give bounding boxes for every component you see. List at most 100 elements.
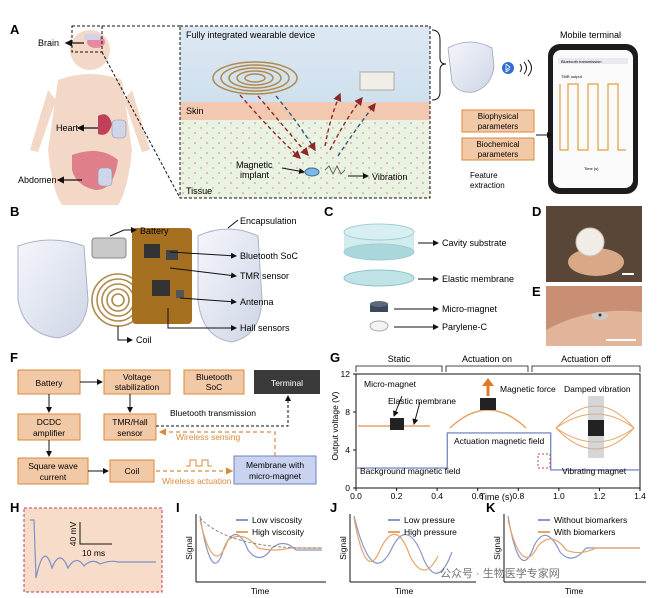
label-coil-b: Coil — [136, 335, 152, 345]
label-cavity: Cavity substrate — [442, 238, 507, 248]
battery-image — [91, 237, 127, 259]
micro-magnet-image — [370, 301, 388, 312]
box-dcdc — [17, 413, 81, 441]
wifi-signal-icon — [519, 59, 532, 77]
panel-d: D — [532, 204, 642, 282]
device-cross-section — [179, 25, 431, 199]
k-ylabel: Signal — [492, 536, 502, 560]
label-brain: Brain — [38, 38, 59, 48]
box-square-l2: current — [40, 472, 67, 482]
panel-k-label: K — [486, 500, 496, 515]
h-scale-t: 10 ms — [82, 548, 105, 558]
box-tmrhall-l2: sensor — [117, 428, 143, 438]
parylene-image — [369, 320, 389, 332]
biophysical-l1: Biophysical — [478, 112, 519, 121]
chip-illustration — [359, 71, 395, 91]
g-actuation-field: Actuation magnetic field — [454, 436, 545, 446]
panel-a: A Brain Heart Abdomen — [10, 22, 638, 205]
human-body-illustration — [30, 30, 150, 205]
label-implant-2: implant — [240, 170, 270, 180]
box-bluetooth-l2: SoC — [206, 382, 223, 392]
device-title: Fully integrated wearable device — [186, 30, 315, 40]
label-abdomen: Abdomen — [18, 175, 57, 185]
actuation-membrane-illustration — [449, 378, 527, 429]
i-curve-low — [199, 515, 322, 564]
k-curve-with — [507, 519, 640, 558]
g-ytick-label: 12 — [341, 369, 351, 379]
label-battery-b: Battery — [140, 226, 169, 236]
damped-vibration-illustration — [555, 396, 635, 458]
label-vibration: Vibration — [372, 172, 407, 182]
biophysical-box — [461, 109, 535, 133]
label-heart: Heart — [56, 123, 79, 133]
phase-on: Actuation on — [462, 354, 512, 364]
biophysical-l2: parameters — [478, 122, 518, 131]
elastic-membrane-image — [343, 269, 415, 287]
g-series-line — [356, 432, 640, 471]
j-curve-high — [353, 517, 439, 571]
label-wireless-actuation: Wireless actuation — [162, 476, 232, 486]
g-ytick-label: 4 — [345, 445, 350, 455]
phase-off: Actuation off — [561, 354, 611, 364]
g-xtick-label: 1.0 — [553, 491, 565, 501]
i-xlabel: Time — [251, 586, 270, 596]
j-legend-2: High pressure — [404, 527, 457, 537]
g-ytick-label: 8 — [345, 407, 350, 417]
g-background-field: Background magnetic field — [360, 466, 460, 476]
label-parylene: Parylene-C — [442, 322, 488, 332]
phase-static: Static — [388, 354, 411, 364]
label-implant-1: Magnetic — [236, 160, 273, 170]
box-tmrhall-l1: TMR/Hall — [112, 417, 148, 427]
cavity-substrate-image — [343, 223, 415, 261]
panel-i: I Signal Time Low viscosity High viscosi… — [176, 500, 326, 596]
g-xtick-label: 0.8 — [512, 491, 524, 501]
feature-l1: Feature — [470, 171, 498, 180]
box-voltage-l2: stabilization — [115, 382, 160, 392]
g-plot-frame — [355, 373, 641, 489]
j-xlabel: Time — [395, 586, 414, 596]
box-membrane-l1: Membrane with — [246, 460, 304, 470]
feature-l2: extraction — [470, 181, 505, 190]
watermark: 公众号 · 生物医学专家网 — [440, 566, 560, 580]
i-curve-high — [199, 519, 322, 557]
panel-c: C Cavity substrate Elastic membrane Micr… — [324, 204, 514, 332]
square-wave-icon — [186, 459, 212, 467]
phone-axis-text: Time (s) — [584, 166, 599, 171]
bracket — [431, 29, 447, 101]
box-battery-text: Battery — [36, 378, 64, 388]
box-voltage — [103, 369, 171, 395]
i-legend-1: Low viscosity — [252, 515, 303, 525]
h-scalebar — [79, 522, 112, 545]
box-square-l1: Square wave — [28, 461, 78, 471]
label-micro-magnet-c: Micro-magnet — [442, 304, 498, 314]
k-curve-without — [507, 515, 640, 562]
box-dcdc-l1: DCDC — [37, 417, 62, 427]
panel-h: H 40 mV 10 ms — [10, 500, 163, 593]
g-zoom-box — [537, 453, 551, 469]
g-ytick-label: 0 — [345, 483, 350, 493]
box-dcdc-l2: amplifier — [33, 428, 65, 438]
phase-headers — [355, 365, 641, 372]
wearable-device-image — [447, 41, 495, 93]
g-xtick-label: 0.6 — [472, 491, 484, 501]
box-tmrhall — [103, 413, 157, 441]
spiral-coil-illustration — [212, 61, 298, 95]
k-xlabel: Time — [565, 586, 584, 596]
j-curve-low — [353, 515, 453, 574]
magnetic-implant-icon — [304, 167, 320, 177]
panel-g-label: G — [330, 350, 340, 365]
g-xtick-label: 1.4 — [634, 491, 646, 501]
g-xtick-label: 0.0 — [350, 491, 362, 501]
panel-j-label: J — [330, 500, 337, 515]
panel-i-label: I — [176, 500, 180, 515]
g-xlabel: Time (s) — [480, 492, 513, 502]
panel-j: J Signal Time Low pressure High pressure — [330, 500, 476, 596]
box-bluetooth — [183, 369, 245, 395]
g-micro-magnet: Micro-magnet — [364, 379, 417, 389]
g-xtick-label: 0.2 — [391, 491, 403, 501]
label-tissue: Tissue — [186, 186, 212, 196]
box-square-wave — [17, 457, 89, 485]
g-elastic-membrane: Elastic membrane — [388, 396, 456, 406]
